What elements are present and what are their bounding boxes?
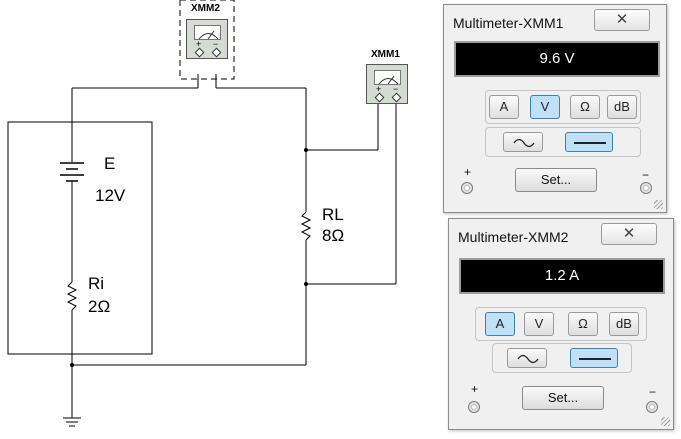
- battery-symbol: [60, 162, 84, 182]
- ri-name-label: Ri: [88, 274, 105, 293]
- minus-sign: −: [649, 385, 657, 399]
- mode-button-v[interactable]: V: [530, 95, 560, 119]
- multimeter-xmm2-window: Multimeter-XMM2 ✕ 1.2 A A V Ω dB + − Set…: [448, 218, 674, 430]
- sine-wave-icon: [513, 138, 535, 148]
- positive-terminal-jack[interactable]: [468, 401, 480, 413]
- source-enclosure: [7, 121, 153, 355]
- terminal-icon[interactable]: [391, 92, 402, 103]
- mode-button-ohm[interactable]: Ω: [568, 312, 598, 336]
- close-icon: ✕: [615, 11, 629, 28]
- ground-symbol: [63, 417, 81, 427]
- plus-sign: +: [196, 39, 202, 49]
- xmm2-tag-label: XMM2: [191, 3, 220, 14]
- battery-name-label: E: [104, 154, 116, 173]
- junction-dot: [304, 148, 308, 152]
- multimeter-xmm1-window: Multimeter-XMM1 ✕ 9.6 V A V Ω dB + − Set…: [443, 4, 667, 213]
- mode-panel: A V Ω dB: [475, 307, 647, 341]
- dc-button[interactable]: [570, 348, 618, 368]
- mode-button-ohm[interactable]: Ω: [570, 95, 600, 119]
- reading-display: 1.2 A: [459, 258, 665, 294]
- meter-face-icon: [194, 25, 221, 40]
- wave-panel: [492, 343, 632, 373]
- window-title: Multimeter-XMM2: [458, 229, 569, 245]
- mode-button-a[interactable]: A: [485, 312, 515, 336]
- sine-wave-icon: [517, 354, 539, 364]
- dc-button[interactable]: [565, 132, 613, 152]
- battery-value-label: 12V: [95, 186, 126, 205]
- mode-panel: A V Ω dB: [485, 90, 641, 124]
- set-button[interactable]: Set...: [522, 386, 604, 410]
- plus-sign: +: [464, 165, 472, 179]
- wave-panel: [485, 127, 641, 157]
- resistor-ri: [66, 281, 78, 311]
- rl-name-label: RL: [322, 205, 344, 224]
- terminal-icon[interactable]: [211, 47, 222, 58]
- mode-button-db[interactable]: dB: [609, 312, 639, 336]
- ri-value-label: 2Ω: [88, 297, 111, 316]
- terminal-icon[interactable]: [194, 47, 205, 58]
- close-button[interactable]: ✕: [601, 223, 657, 245]
- close-button[interactable]: ✕: [594, 9, 650, 31]
- dc-line-icon: [579, 358, 611, 360]
- resize-grip-icon[interactable]: [661, 417, 670, 426]
- rl-value-label: 8Ω: [322, 226, 345, 245]
- mode-button-a[interactable]: A: [489, 95, 519, 119]
- dc-line-icon: [574, 142, 606, 144]
- negative-terminal-jack[interactable]: [640, 182, 652, 194]
- plus-sign: +: [376, 84, 382, 94]
- ac-button[interactable]: [507, 348, 547, 368]
- plus-sign: +: [471, 382, 479, 396]
- window-title: Multimeter-XMM1: [453, 15, 564, 31]
- xmm2-multimeter-symbol[interactable]: + −: [186, 19, 228, 59]
- junction-dot: [304, 282, 308, 286]
- minus-sign: −: [642, 168, 650, 182]
- terminal-icon[interactable]: [374, 92, 385, 103]
- minus-sign: −: [213, 39, 219, 49]
- mode-button-db[interactable]: dB: [607, 95, 637, 119]
- reading-display: 9.6 V: [454, 41, 660, 77]
- meter-face-icon: [374, 70, 401, 85]
- xmm1-tag-label: XMM1: [371, 49, 400, 60]
- resistor-rl: [300, 211, 312, 241]
- minus-sign: −: [393, 84, 399, 94]
- ac-button[interactable]: [503, 132, 543, 152]
- mode-button-v[interactable]: V: [524, 312, 554, 336]
- xmm1-multimeter-symbol[interactable]: + −: [366, 64, 408, 104]
- positive-terminal-jack[interactable]: [461, 182, 473, 194]
- resize-grip-icon[interactable]: [654, 200, 663, 209]
- set-button[interactable]: Set...: [515, 168, 597, 192]
- close-icon: ✕: [622, 225, 636, 242]
- selection-box: [179, 0, 235, 80]
- negative-terminal-jack[interactable]: [646, 401, 658, 413]
